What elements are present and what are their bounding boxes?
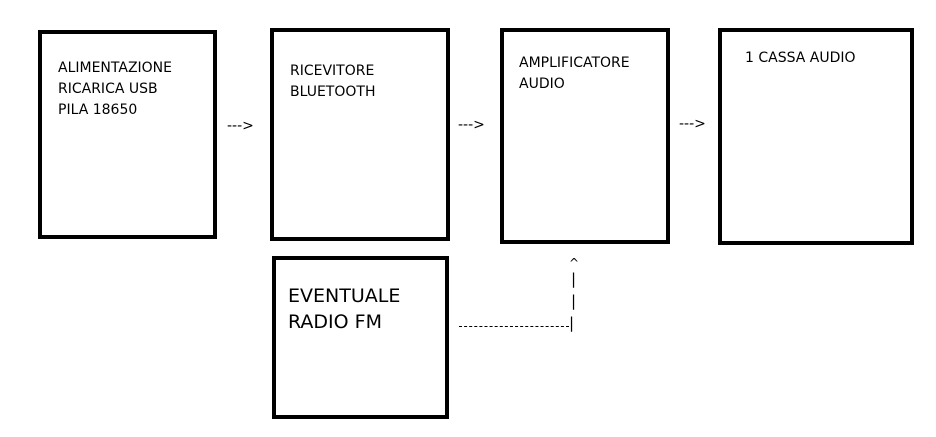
block-speaker-label: 1 CASSA AUDIO [745, 48, 856, 69]
pipe-1: | [569, 314, 575, 332]
arrow-right-3: ---> [679, 116, 706, 132]
block-power-supply [38, 30, 217, 239]
label-line: EVENTUALE [288, 285, 401, 307]
block-fm-radio [272, 256, 449, 419]
label-line: AMPLIFICATORE [519, 55, 630, 71]
arrow-right-2: ---> [458, 117, 485, 133]
block-fm-radio-label: EVENTUALE RADIO FM [288, 283, 400, 335]
label-line: PILA 18650 [58, 102, 138, 118]
pipe-2: | [571, 292, 577, 310]
block-audio-amplifier-label: AMPLIFICATORE AUDIO [519, 53, 630, 95]
label-line: RICEVITORE [290, 63, 375, 79]
label-line: RICARICA USB [58, 81, 158, 97]
label-line: ALIMENTAZIONE [58, 60, 173, 76]
block-power-supply-label: ALIMENTAZIONE RICARICA USB PILA 18650 [58, 58, 172, 121]
block-bluetooth-receiver-label: RICEVITORE BLUETOOTH [290, 61, 375, 103]
arrow-right-1: ---> [227, 118, 254, 134]
up-arrow-icon: ^ [569, 256, 580, 270]
block-audio-amplifier [500, 28, 670, 244]
label-line: AUDIO [519, 76, 565, 92]
label-line: RADIO FM [288, 311, 382, 333]
block-speaker [718, 28, 914, 245]
pipe-3: | [571, 270, 577, 288]
block-bluetooth-receiver [270, 28, 450, 241]
dashed-connector [459, 326, 569, 327]
label-line: 1 CASSA AUDIO [745, 50, 856, 66]
label-line: BLUETOOTH [290, 84, 376, 100]
